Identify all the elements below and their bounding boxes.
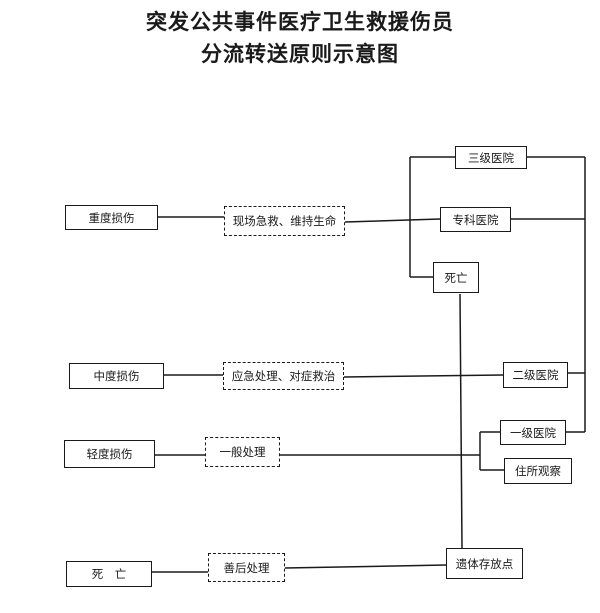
severity-moderate-box: 中度损伤 [69, 363, 164, 389]
destination-death-box: 死亡 [433, 262, 479, 293]
severity-death-label: 死 亡 [91, 567, 127, 581]
action-minor-box: 一般处理 [205, 437, 280, 467]
destination-primary-hospital-box: 一级医院 [500, 420, 566, 445]
severity-moderate-label: 中度损伤 [93, 369, 140, 383]
destination-specialty-hospital-label: 专科医院 [452, 212, 499, 227]
severity-severe-label: 重度损伤 [88, 210, 135, 225]
action-moderate-box: 应急处理、对症救治 [223, 362, 344, 390]
destination-specialty-hospital-box: 专科医院 [440, 207, 511, 232]
destination-home-observation-box: 住所观察 [504, 458, 572, 484]
destination-home-observation-label: 住所观察 [515, 464, 561, 478]
destination-secondary-hospital-box: 二级医院 [503, 362, 568, 388]
diagram-title-line-2: 分流转送原则示意图 [201, 41, 399, 66]
destination-remains-storage-box: 遗体存放点 [446, 548, 523, 579]
connector-severe-action-to-specialty [344, 218, 441, 223]
connector-death-action-to-remains [284, 564, 447, 569]
connector-moderate-action-to-secondary [343, 374, 504, 378]
diagram-title-line-1: 突发公共事件医疗卫生救援伤员 [146, 9, 454, 34]
destination-primary-hospital-label: 一级医院 [510, 425, 556, 440]
action-severe-box: 现场急救、维持生命 [224, 206, 345, 236]
action-severe-label: 现场急救、维持生命 [232, 214, 337, 228]
severity-minor-box: 轻度损伤 [64, 440, 155, 468]
severity-minor-label: 轻度损伤 [86, 447, 133, 461]
connector-death-to-remains [459, 293, 463, 549]
destination-tertiary-hospital-box: 三级医院 [455, 146, 527, 169]
action-death-box: 善后处理 [208, 553, 285, 582]
destination-tertiary-hospital-label: 三级医院 [468, 150, 514, 165]
destination-secondary-hospital-label: 二级医院 [512, 368, 559, 382]
destination-remains-storage-label: 遗体存放点 [455, 556, 514, 571]
severity-death-box: 死 亡 [66, 561, 152, 587]
destination-death-label: 死亡 [444, 270, 468, 285]
severity-severe-box: 重度损伤 [65, 205, 158, 230]
action-minor-label: 一般处理 [219, 445, 266, 459]
action-moderate-label: 应急处理、对症救治 [231, 369, 336, 383]
action-death-label: 善后处理 [223, 560, 270, 575]
